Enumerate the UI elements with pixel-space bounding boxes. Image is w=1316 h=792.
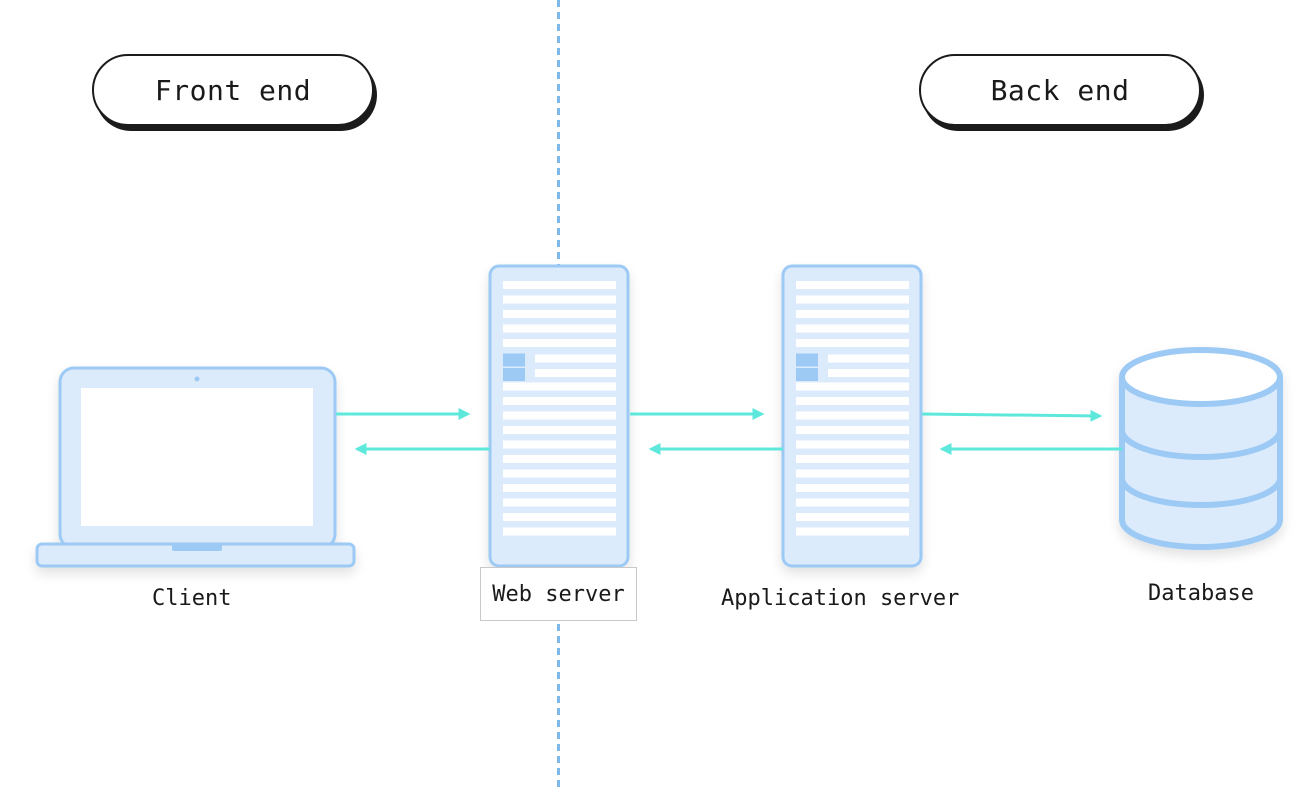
- front-end-label: Front end: [154, 73, 312, 107]
- arrow-app-to-db: [921, 409, 1103, 422]
- web-server-label-text: Web server: [492, 581, 625, 607]
- back-end-label: Back end: [990, 73, 1130, 107]
- web-server-label: Web server: [480, 567, 637, 621]
- laptop-icon: [35, 366, 356, 568]
- database-cylinder-icon: [1119, 347, 1283, 550]
- front-end-pill: Front end: [92, 54, 374, 126]
- client-label: Client: [152, 586, 232, 611]
- back-end-pill: Back end: [919, 54, 1201, 126]
- database-label: Database: [1148, 581, 1254, 606]
- application-server-rack-icon: [781, 264, 923, 568]
- web-server-rack-icon: [488, 264, 630, 568]
- application-server-label: Application server: [721, 586, 960, 611]
